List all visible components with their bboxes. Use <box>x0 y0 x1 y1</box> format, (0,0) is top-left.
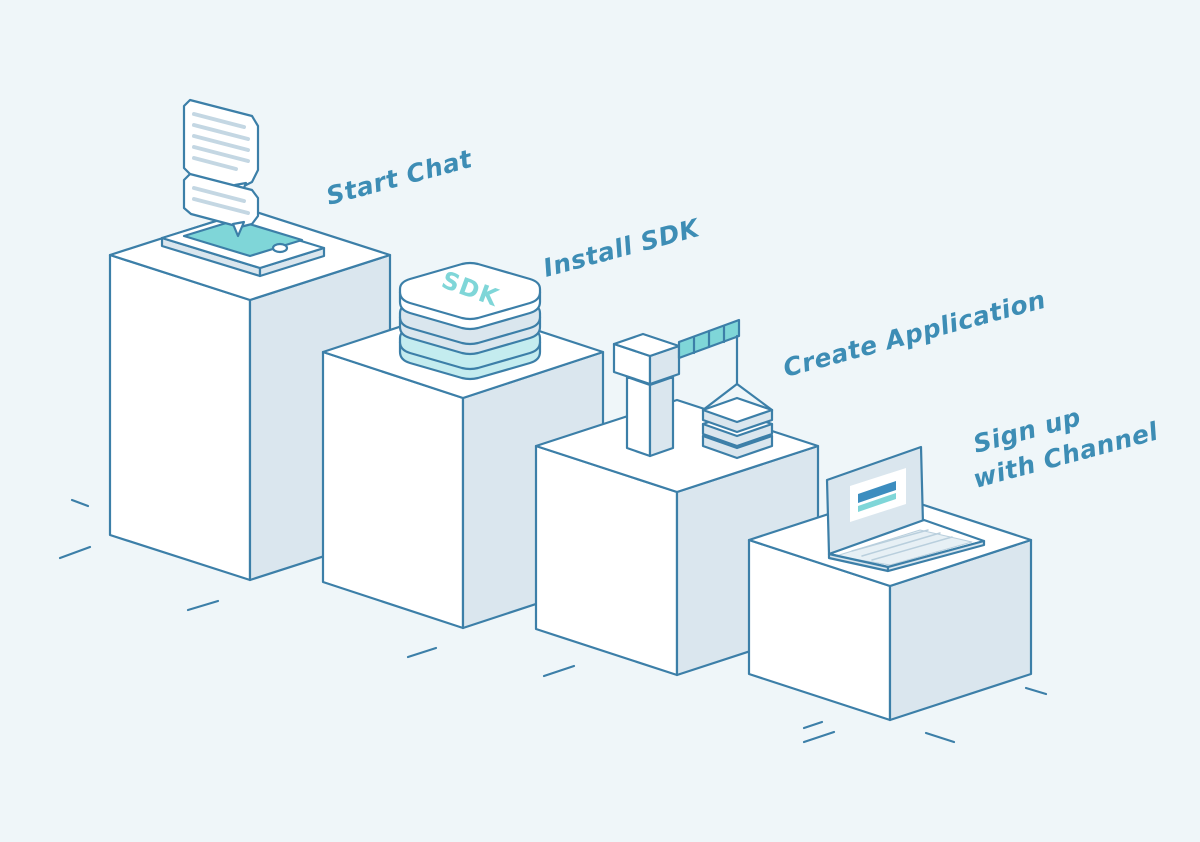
label-install-sdk: Install SDK <box>540 213 703 283</box>
crane-icon <box>612 318 774 460</box>
sdk-stack-icon <box>398 261 542 381</box>
laptop-icon <box>825 445 986 573</box>
label-start-chat: Start Chat <box>323 144 476 211</box>
phone-icon <box>160 216 326 278</box>
label-create-application: Create Application <box>780 285 1049 383</box>
ground-marks <box>58 498 1048 744</box>
chat-bubble-icon <box>182 172 260 238</box>
block-sign-up <box>747 492 1033 722</box>
block-create-application <box>534 398 820 677</box>
chat-bubble-icon <box>182 98 260 199</box>
